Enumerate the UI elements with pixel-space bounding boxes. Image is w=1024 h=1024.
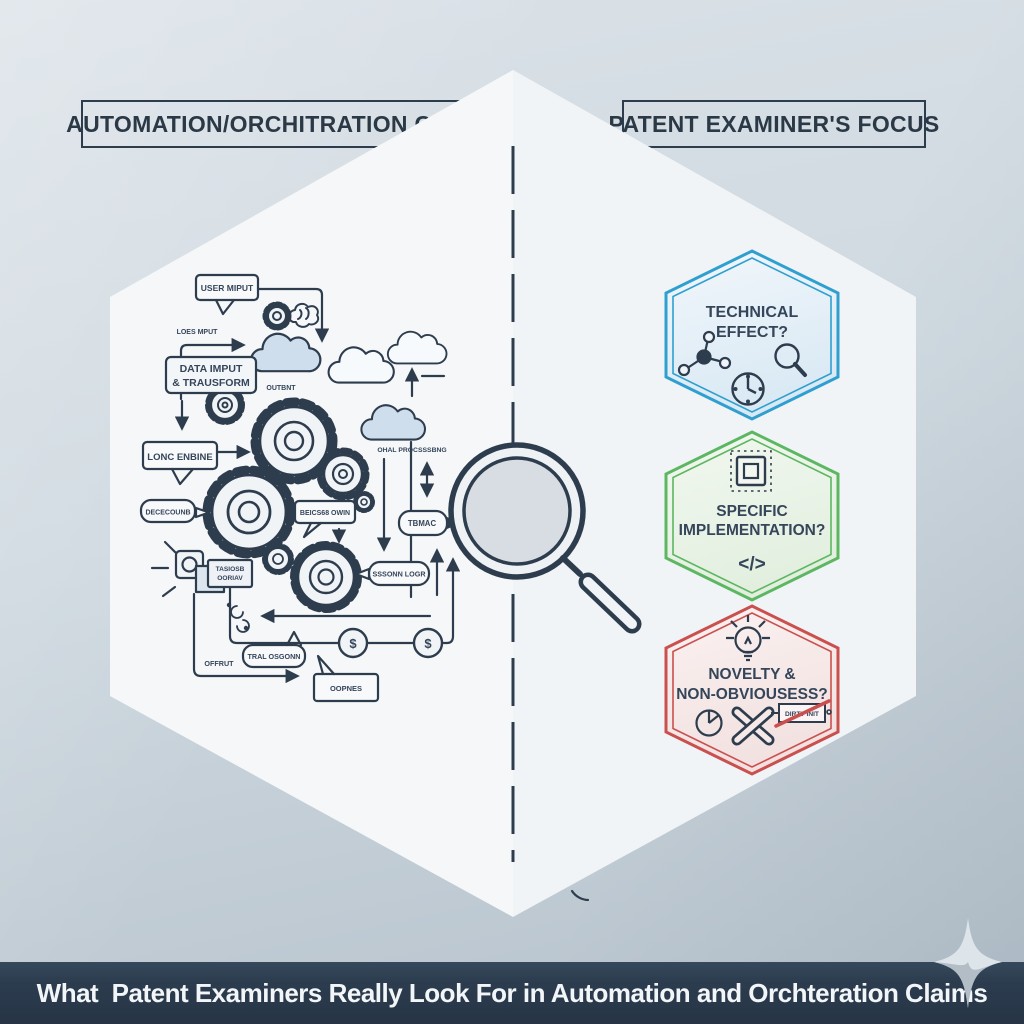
gear-icon [202,465,296,559]
gear-icon [262,543,294,575]
speech-bubble-process-down [293,499,357,544]
gear-icon [316,447,370,501]
speech-bubble-trial-session [241,630,307,669]
gear-icon [250,397,590,902]
dollar-symbol: $ [424,636,432,651]
hex3-line2: NON-OBVIOUSESS? [676,686,828,703]
process-down-label: BEICS68 OWIN [300,510,350,517]
right-panel-title-text: PATENT EXAMINER'S FOCUS [608,110,940,137]
brain-icon [288,302,320,328]
trial-session-label: TRAL OSGONN [248,652,301,661]
focus-hexagon-novelty: NOVELTY & NON-OBVIOUSESS? DIRTY INIT [664,604,840,776]
gear-icon [290,541,362,613]
dollar-icon [412,627,444,659]
output-bottom-label: OFFRUT [204,659,234,668]
focus-hexagon-specific-implementation: SPECIFIC IMPLEMENTATION? </> [664,430,840,602]
user-input-label: USER MIPUT [201,283,254,293]
flowchart [139,273,590,902]
code-icon: </> [738,554,765,575]
chip-icon [730,450,772,492]
dollar-symbol: $ [349,636,357,651]
logic-engine-label: LONC ENBINE [147,452,212,463]
speech-bubble-user-input [194,273,260,316]
session-log-label: SSSONN LOGR [372,570,426,579]
arrow-camera-loop [192,592,300,684]
banner-title-text: What Patent Examiners Really Look For in… [36,977,988,1008]
camera-rays [150,540,178,598]
crossed-bones-icon [731,706,775,746]
hex1-line2: EFFECT? [716,324,788,341]
arrow-loop-to-cloud [179,337,246,401]
right-panel-title: PATENT EXAMINER'S FOCUS [609,100,939,148]
task-output-line2: OORIAV [217,575,243,582]
focus-hexagon-technical-effect: TECHNICAL EFFECT? [664,249,840,421]
magnifier-icon [448,442,642,634]
task-label: TBMAC [408,519,437,528]
sparkle-icon [934,918,1002,1008]
decision-label: DECECOUNB [145,510,190,517]
dual-processing-label: OHAL PROCSSSBNG [377,447,446,454]
clock-icon [731,372,765,406]
refresh-doodle-icon [226,602,250,633]
pie-chart-icon [695,709,723,737]
dollar-icon [337,627,369,659]
hex3-line1: NOVELTY & [708,666,795,683]
crossed-out-box: DIRTY INIT [771,699,832,728]
hex1-line1: TECHNICAL [706,304,799,321]
task-output-line1: TASIOSB [216,566,245,573]
molecule-icon [677,330,732,377]
speech-bubble-logic-engine [141,440,219,486]
title-banner: What Patent Examiners Really Look For in… [0,962,1024,1024]
lightbulb-icon [726,615,770,662]
search-icon [774,343,807,377]
gear-icon [353,491,375,513]
uses-input-label: LOES MPUT [177,329,219,336]
hex2-line1: SPECIFIC [716,503,787,520]
hex2-line2: IMPLEMENTATION? [679,522,826,539]
line-dollar-rail [228,560,453,645]
data-input-line1: DATA IMPUT [180,363,243,375]
speech-bubble-decision [139,498,211,524]
arrow-user-to-cloud [257,287,330,343]
box-task-output [206,558,254,589]
copies-label: OOPNES [330,684,362,693]
speech-bubble-session-log [354,560,431,587]
gear-icon [262,301,292,331]
box-data-input [164,355,258,395]
speech-bubble-copies [312,654,380,703]
output-top-label: OUTBNT [266,385,296,392]
data-input-line2: & TRAUSFORM [172,377,250,389]
